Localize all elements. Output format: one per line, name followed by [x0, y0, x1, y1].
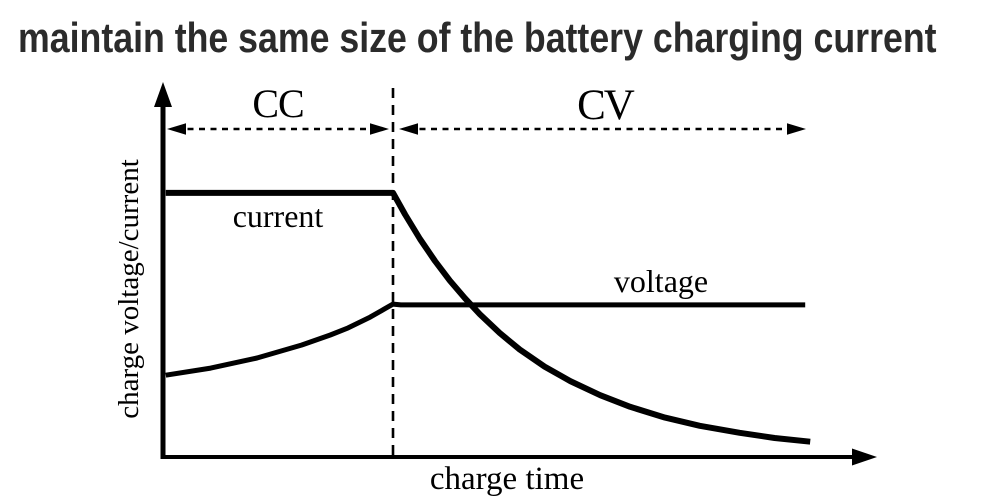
current-series-label: current	[233, 198, 324, 234]
cc-range-right-arrowhead-icon	[370, 123, 389, 135]
y-axis-arrowhead-icon	[154, 82, 172, 107]
current-curve	[165, 189, 811, 445]
cc-range-arrow	[167, 123, 389, 135]
figure-title: maintain the same size of the battery ch…	[18, 14, 937, 61]
x-axis-label: charge time	[430, 461, 584, 497]
x-axis-arrowhead-icon	[852, 448, 877, 466]
cc-range-left-arrowhead-icon	[167, 123, 186, 135]
cv-range-arrow	[399, 123, 806, 135]
voltage-curve	[165, 301, 806, 378]
cv-range-right-arrowhead-icon	[787, 123, 806, 135]
y-axis-label: charge voltage/current	[113, 159, 145, 419]
cv-phase-label: CV	[577, 82, 635, 129]
voltage-series-label: voltage	[614, 263, 708, 299]
cc-phase-label: CC	[252, 81, 303, 126]
cv-range-left-arrowhead-icon	[399, 123, 418, 135]
